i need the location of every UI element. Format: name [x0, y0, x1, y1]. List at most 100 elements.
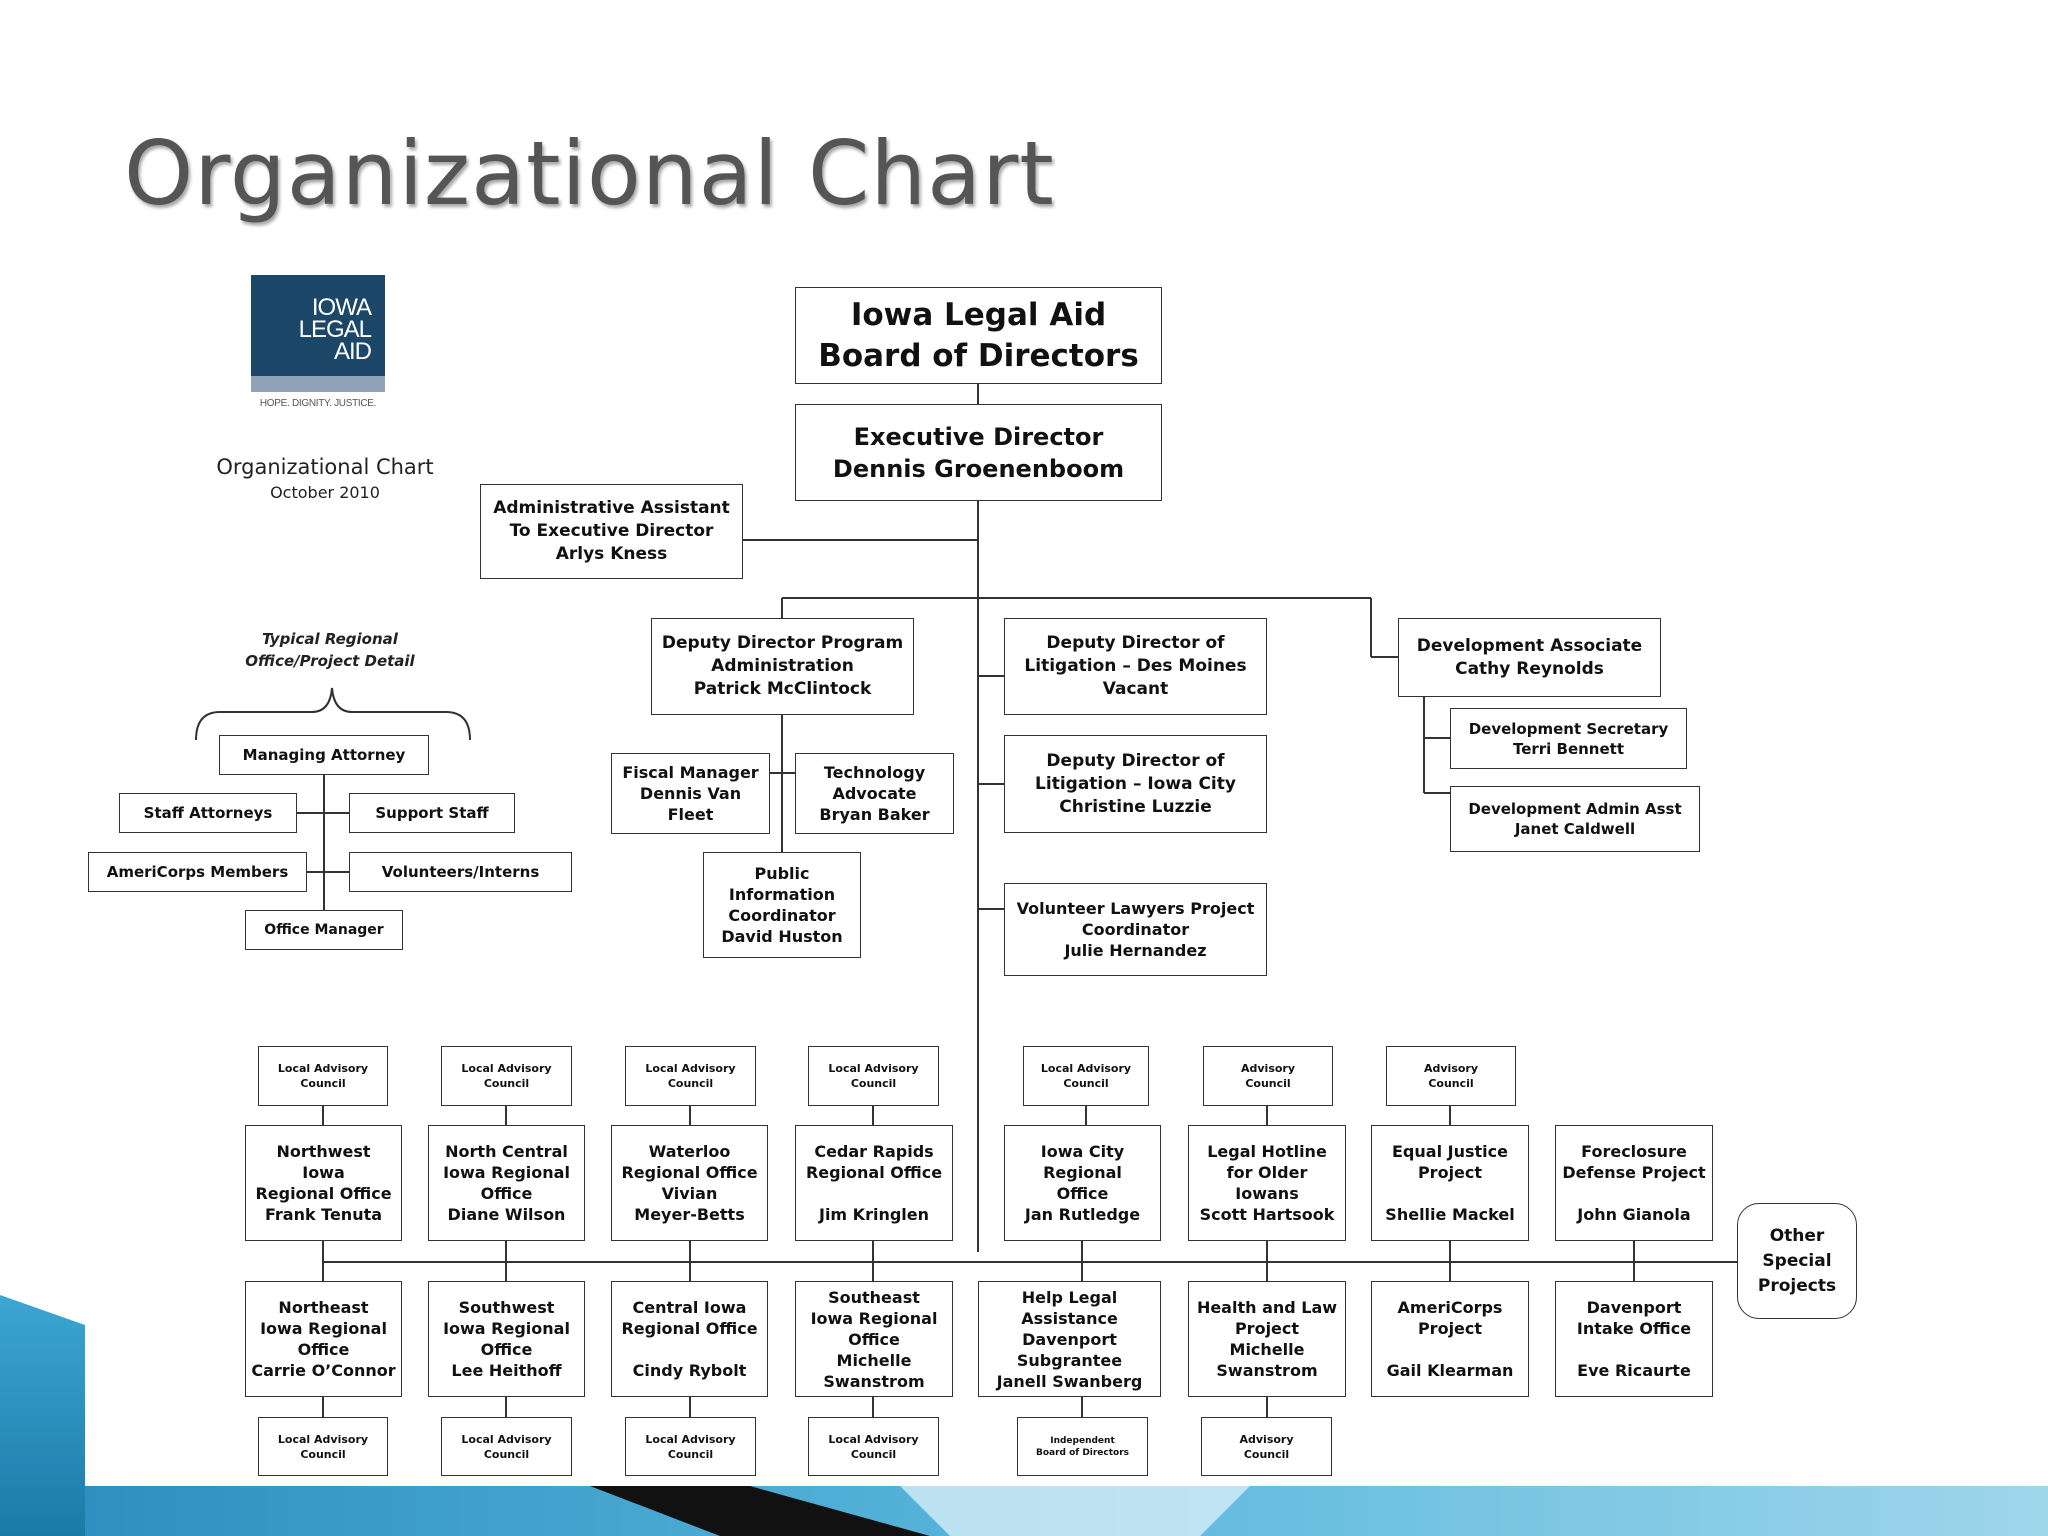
council-bottom-5: Independent Board of Directors — [1017, 1417, 1148, 1476]
council-bottom-1-label: Local Advisory Council — [277, 1432, 369, 1461]
logo-line-1: IOWA — [311, 294, 372, 321]
council-bottom-3: Local Advisory Council — [625, 1417, 756, 1476]
help-legal-assistance-davenport-box-label: Help Legal Assistance Davenport Subgrant… — [996, 1287, 1143, 1391]
staff-attorneys-box: Staff Attorneys — [119, 793, 297, 833]
council-bottom-6: Advisory Council — [1201, 1417, 1332, 1476]
council-bottom-5-label: Independent Board of Directors — [1035, 1435, 1130, 1458]
development-associate-box: Development Associate Cathy Reynolds — [1398, 618, 1661, 697]
cedar-rapids-office-box: Cedar Rapids Regional Office Jim Kringle… — [795, 1125, 953, 1241]
foreclosure-defense-project-box: Foreclosure Defense Project John Gianola — [1555, 1125, 1713, 1241]
iowa-city-office-box: Iowa City Regional Office Jan Rutledge — [1004, 1125, 1161, 1241]
council-top-7-label: Advisory Council — [1423, 1062, 1479, 1090]
council-bottom-6-label: Advisory Council — [1239, 1432, 1294, 1461]
council-top-2: Local Advisory Council — [441, 1046, 572, 1106]
council-top-7: Advisory Council — [1386, 1046, 1516, 1106]
americorps-project-box-label: AmeriCorps Project Gail Klearman — [1386, 1298, 1514, 1380]
typical-label-text: Typical Regional Office/Project Detail — [245, 630, 415, 670]
central-iowa-office-box-label: Central Iowa Regional Office Cindy Rybol… — [621, 1298, 758, 1380]
central-iowa-office-box: Central Iowa Regional Office Cindy Rybol… — [611, 1281, 768, 1397]
southeast-iowa-office-box-label: Southeast Iowa Regional Office Michelle … — [810, 1287, 938, 1391]
council-bottom-1: Local Advisory Council — [258, 1417, 388, 1476]
administrative-assistant-box-label: Administrative Assistant To Executive Di… — [493, 498, 730, 564]
council-top-2-label: Local Advisory Council — [461, 1062, 552, 1090]
deputy-director-program-box-label: Deputy Director Program Administration P… — [661, 633, 904, 699]
volunteer-lawyers-project-box-label: Volunteer Lawyers Project Coordinator Ju… — [1016, 899, 1255, 960]
waterloo-office-box: Waterloo Regional Office Vivian Meyer-Be… — [611, 1125, 768, 1241]
chart-date: October 2010 — [270, 483, 380, 502]
technology-advocate-box: Technology Advocate Bryan Baker — [795, 753, 954, 834]
council-top-3-label: Local Advisory Council — [645, 1062, 736, 1090]
council-top-6-label: Advisory Council — [1240, 1062, 1296, 1090]
logo-text: IOWA LEGAL AID — [298, 294, 372, 364]
council-bottom-2: Local Advisory Council — [441, 1417, 572, 1476]
public-information-coordinator-box-label: Public Information Coordinator David Hus… — [721, 864, 843, 946]
davenport-intake-office-box: Davenport Intake Office Eve Ricaurte — [1555, 1281, 1713, 1397]
public-information-coordinator-box: Public Information Coordinator David Hus… — [703, 852, 861, 958]
detail-brace — [195, 687, 471, 741]
other-special-projects-box: Other Special Projects — [1737, 1203, 1857, 1319]
iowa-legal-aid-logo: IOWA LEGAL AID — [251, 275, 385, 376]
americorps-members-box: AmeriCorps Members — [88, 852, 307, 892]
equal-justice-project-box: Equal Justice Project Shellie Mackel — [1371, 1125, 1529, 1241]
volunteer-lawyers-project-box: Volunteer Lawyers Project Coordinator Ju… — [1004, 883, 1267, 976]
office-manager-box-label: Office Manager — [264, 921, 384, 938]
development-secretary-box: Development Secretary Terri Bennett — [1450, 708, 1687, 769]
development-associate-box-label: Development Associate Cathy Reynolds — [1416, 635, 1643, 679]
council-top-1: Local Advisory Council — [258, 1046, 388, 1106]
support-staff-box: Support Staff — [349, 793, 515, 833]
development-secretary-box-label: Development Secretary Terri Bennett — [1468, 719, 1669, 758]
deputy-director-litigation-iowa-city-box: Deputy Director of Litigation – Iowa Cit… — [1004, 735, 1267, 833]
fiscal-manager-box-label: Fiscal Manager Dennis Van Fleet — [622, 763, 759, 824]
council-bottom-4-label: Local Advisory Council — [828, 1432, 919, 1461]
managing-attorney-box-label: Managing Attorney — [242, 746, 406, 764]
northwest-iowa-office-box-label: Northwest Iowa Regional Office Frank Ten… — [255, 1142, 392, 1224]
administrative-assistant-box: Administrative Assistant To Executive Di… — [480, 484, 743, 579]
deputy-director-litigation-des-moines-box-label: Deputy Director of Litigation – Des Moin… — [1024, 633, 1247, 699]
development-admin-asst-box: Development Admin Asst Janet Caldwell — [1450, 786, 1700, 852]
development-admin-asst-box-label: Development Admin Asst Janet Caldwell — [1468, 800, 1682, 838]
council-bottom-3-label: Local Advisory Council — [645, 1432, 736, 1461]
volunteers-interns-box-label: Volunteers/Interns — [381, 863, 540, 881]
northeast-iowa-office-box: Northeast Iowa Regional Office Carrie O’… — [245, 1281, 402, 1397]
council-top-4-label: Local Advisory Council — [828, 1062, 919, 1090]
executive-director-box-label: Executive Director Dennis Groenenboom — [832, 422, 1125, 483]
staff-attorneys-box-label: Staff Attorneys — [143, 804, 273, 822]
chart-subtitle: Organizational Chart — [216, 455, 434, 479]
council-top-5-label: Local Advisory Council — [1040, 1062, 1132, 1090]
waterloo-office-box-label: Waterloo Regional Office Vivian Meyer-Be… — [621, 1142, 758, 1224]
council-bottom-2-label: Local Advisory Council — [461, 1432, 552, 1461]
equal-justice-project-box-label: Equal Justice Project Shellie Mackel — [1385, 1142, 1515, 1224]
southeast-iowa-office-box: Southeast Iowa Regional Office Michelle … — [795, 1281, 953, 1397]
americorps-project-box: AmeriCorps Project Gail Klearman — [1371, 1281, 1529, 1397]
slide-title: Organizational Chart — [124, 122, 1055, 225]
fiscal-manager-box: Fiscal Manager Dennis Van Fleet — [611, 753, 770, 834]
council-top-4: Local Advisory Council — [808, 1046, 939, 1106]
cedar-rapids-office-box-label: Cedar Rapids Regional Office Jim Kringle… — [805, 1142, 943, 1224]
iowa-city-office-box-label: Iowa City Regional Office Jan Rutledge — [1024, 1142, 1141, 1224]
council-top-1-label: Local Advisory Council — [277, 1062, 369, 1090]
northwest-iowa-office-box: Northwest Iowa Regional Office Frank Ten… — [245, 1125, 402, 1241]
davenport-intake-office-box-label: Davenport Intake Office Eve Ricaurte — [1576, 1298, 1692, 1380]
north-central-iowa-office-box-label: North Central Iowa Regional Office Diane… — [443, 1142, 570, 1224]
southwest-iowa-office-box-label: Southwest Iowa Regional Office Lee Heith… — [443, 1298, 570, 1380]
legal-hotline-older-iowans-box-label: Legal Hotline for Older Iowans Scott Har… — [1199, 1142, 1335, 1224]
deputy-director-litigation-des-moines-box: Deputy Director of Litigation – Des Moin… — [1004, 618, 1267, 715]
logo-tagline: HOPE. DIGNITY. JUSTICE. — [259, 398, 377, 409]
north-central-iowa-office-box: North Central Iowa Regional Office Diane… — [428, 1125, 585, 1241]
board-of-directors-box: Iowa Legal Aid Board of Directors — [795, 287, 1162, 384]
deputy-director-litigation-iowa-city-box-label: Deputy Director of Litigation – Iowa Cit… — [1035, 750, 1236, 817]
northeast-iowa-office-box-label: Northeast Iowa Regional Office Carrie O’… — [251, 1298, 396, 1380]
office-manager-box: Office Manager — [245, 910, 403, 950]
southwest-iowa-office-box: Southwest Iowa Regional Office Lee Heith… — [428, 1281, 585, 1397]
legal-hotline-older-iowans-box: Legal Hotline for Older Iowans Scott Har… — [1188, 1125, 1346, 1241]
managing-attorney-box: Managing Attorney — [219, 735, 429, 775]
health-and-law-project-box-label: Health and Law Project Michelle Swanstro… — [1196, 1298, 1338, 1380]
volunteers-interns-box: Volunteers/Interns — [349, 852, 572, 892]
council-top-6: Advisory Council — [1203, 1046, 1333, 1106]
council-top-5: Local Advisory Council — [1023, 1046, 1149, 1106]
other-special-projects-label: Other Special Projects — [1757, 1225, 1837, 1296]
health-and-law-project-box: Health and Law Project Michelle Swanstro… — [1188, 1281, 1346, 1397]
support-staff-box-label: Support Staff — [375, 804, 489, 822]
logo-line-2: LEGAL — [298, 316, 372, 343]
